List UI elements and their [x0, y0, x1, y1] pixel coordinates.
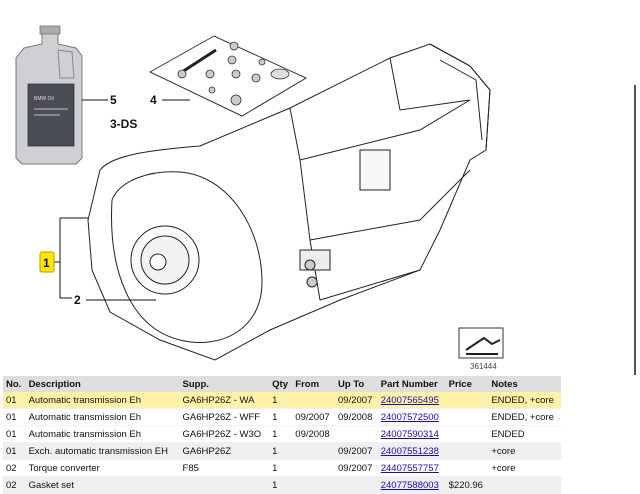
cell-up-to: 09/2008	[335, 408, 378, 426]
cell-price	[445, 425, 489, 443]
col-header-supp: Supp.	[179, 376, 270, 392]
cell-supp: F85	[179, 459, 270, 477]
cell-notes: +core	[488, 442, 561, 460]
cell-no: 01	[3, 425, 26, 443]
col-header-description: Description	[25, 376, 180, 392]
cell-description: Gasket set	[25, 476, 180, 494]
cell-no: 01	[3, 392, 26, 409]
table-header-row: No. Description Supp. Qty From Up To Par…	[3, 376, 561, 392]
cell-supp	[179, 476, 270, 494]
cell-no: 01	[3, 442, 26, 460]
cell-from	[292, 442, 336, 460]
cell-description: Automatic transmission Eh	[25, 408, 180, 426]
part-number-link[interactable]: 24007551238	[380, 445, 439, 457]
scrollbar[interactable]	[634, 85, 636, 375]
parts-diagram: BMW Oil 5 3-DS 4	[15, 25, 504, 371]
col-header-no: No.	[3, 376, 26, 392]
cell-notes: ENDED, +core	[488, 408, 561, 426]
table-row[interactable]: 01 Automatic transmission Eh GA6HP26Z - …	[3, 425, 561, 443]
part-number-link[interactable]: 24007565495	[380, 394, 439, 406]
table-row[interactable]: 01 Automatic transmission Eh GA6HP26Z - …	[3, 392, 561, 409]
cell-qty: 1	[269, 425, 293, 443]
cell-qty: 1	[269, 476, 293, 494]
callout-2: 2	[74, 293, 81, 307]
callout-5: 5	[110, 93, 117, 107]
cell-supp: GA6HP26Z - W3O	[179, 425, 270, 443]
bottle-label: BMW Oil	[34, 96, 54, 102]
table-row[interactable]: 02 Torque converter F85 1 09/2007 244075…	[3, 459, 561, 477]
cell-part-number: 24007572500	[377, 408, 446, 426]
cell-price	[445, 442, 489, 460]
cell-from: 09/2008	[292, 425, 336, 443]
oil-bottle-illustration: BMW Oil	[15, 25, 83, 165]
cell-up-to: 09/2007	[335, 459, 378, 477]
cell-part-number: 24407557757	[377, 459, 446, 477]
col-header-up-to: Up To	[335, 376, 378, 392]
cell-description: Automatic transmission Eh	[25, 392, 180, 409]
image-number: 361444	[470, 362, 497, 371]
cell-part-number: 24007565495	[377, 392, 446, 409]
cell-notes	[488, 476, 561, 494]
cell-from	[292, 392, 336, 409]
cell-price: $220.96	[445, 476, 489, 494]
cell-part-number: 24007590314	[377, 425, 446, 443]
image-reference-icon	[458, 327, 504, 359]
cell-qty: 1	[269, 408, 293, 426]
transmission-illustration: BMW Oil 5 3-DS 4	[15, 25, 504, 371]
cell-description: Exch. automatic transmission EH	[25, 442, 180, 460]
col-header-price: Price	[445, 376, 489, 392]
cell-supp: GA6HP26Z - WA	[179, 392, 270, 409]
col-header-part-number: Part Number	[377, 376, 446, 392]
cell-qty: 1	[269, 392, 293, 409]
part-number-link[interactable]: 24077588003	[380, 479, 439, 491]
cell-qty: 1	[269, 442, 293, 460]
cell-qty: 1	[269, 459, 293, 477]
cell-from: 09/2007	[292, 408, 336, 426]
part-number-link[interactable]: 24407557757	[380, 462, 439, 474]
cell-supp: GA6HP26Z - WFF	[179, 408, 270, 426]
parts-table: No. Description Supp. Qty From Up To Par…	[3, 376, 561, 494]
table-row[interactable]: 02 Gasket set 1 24077588003 $220.96	[3, 476, 561, 494]
cell-up-to	[335, 425, 378, 443]
cell-from	[292, 476, 336, 494]
cell-notes: +core	[488, 459, 561, 477]
gasket-kit-illustration	[148, 35, 308, 117]
callout-4: 4	[150, 93, 157, 107]
cell-no: 02	[3, 476, 26, 494]
cell-up-to	[335, 476, 378, 494]
callout-3-ds: 3-DS	[110, 117, 137, 131]
cell-supp: GA6HP26Z	[179, 442, 270, 460]
cell-part-number: 24007551238	[377, 442, 446, 460]
cell-notes: ENDED, +core	[488, 392, 561, 409]
callout-1: 1	[43, 256, 50, 270]
cell-part-number: 24077588003	[377, 476, 446, 494]
transmission-illustration-body	[87, 43, 491, 361]
cell-no: 02	[3, 459, 26, 477]
table-row[interactable]: 01 Automatic transmission Eh GA6HP26Z - …	[3, 408, 561, 426]
part-number-link[interactable]: 24007572500	[380, 411, 439, 423]
cell-no: 01	[3, 408, 26, 426]
part-number-link[interactable]: 24007590314	[380, 428, 439, 440]
cell-notes: ENDED	[488, 425, 561, 443]
cell-up-to: 09/2007	[335, 392, 378, 409]
cell-up-to: 09/2007	[335, 442, 378, 460]
col-header-notes: Notes	[488, 376, 561, 392]
cell-from	[292, 459, 336, 477]
cell-price	[445, 408, 489, 426]
cell-description: Torque converter	[25, 459, 180, 477]
table-row[interactable]: 01 Exch. automatic transmission EH GA6HP…	[3, 442, 561, 460]
cell-price	[445, 459, 489, 477]
cell-description: Automatic transmission Eh	[25, 425, 180, 443]
cell-price	[445, 392, 489, 409]
col-header-qty: Qty	[269, 376, 293, 392]
col-header-from: From	[292, 376, 336, 392]
